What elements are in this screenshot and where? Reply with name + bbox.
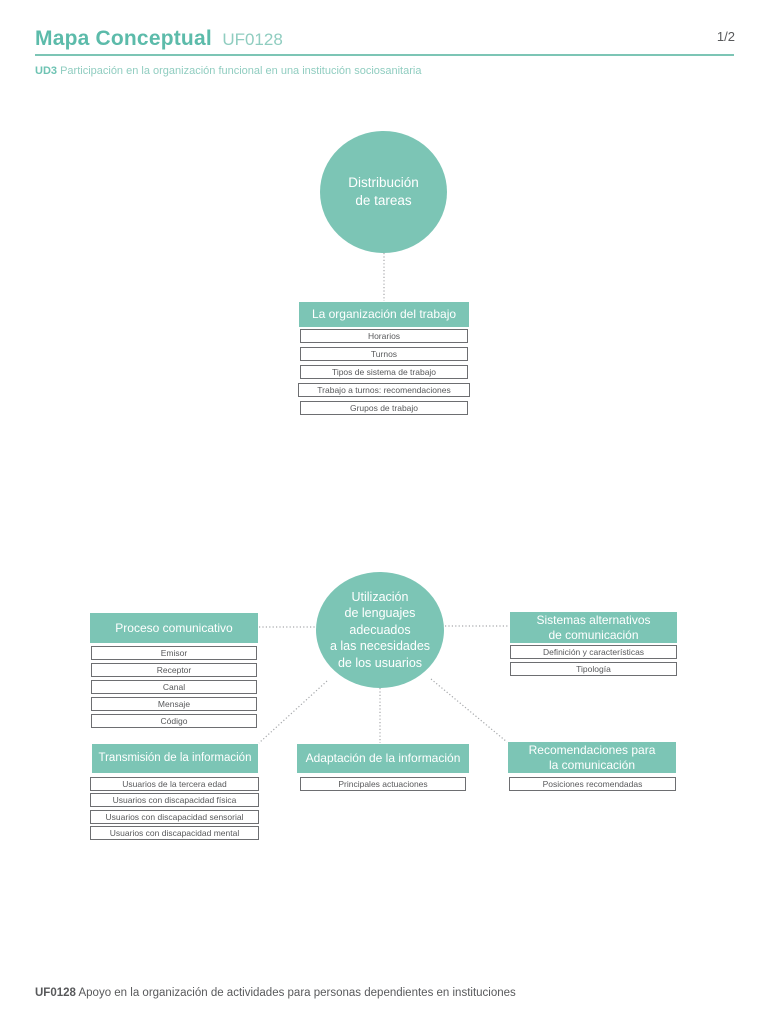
group-header-proceso-comunicativo: Proceso comunicativo [90,613,258,643]
unit-subtitle: UD3 Participación en la organización fun… [35,65,421,77]
list-item-tipos-sistema-trabajo: Tipos de sistema de trabajo [300,365,468,379]
unit-title: Participación en la organización funcion… [57,65,422,77]
list-item-receptor: Receptor [91,663,257,677]
list-item-principales-actuaciones: Principales actuaciones [300,777,466,791]
list-item-usuarios-discapacidad-fisica: Usuarios con discapacidad física [90,793,259,807]
list-item-turnos: Turnos [300,347,468,361]
list-item-usuarios-discapacidad-mental: Usuarios con discapacidad mental [90,826,259,840]
list-item-posiciones-recomendadas: Posiciones recomendadas [509,777,676,791]
course-code: UF0128 [222,30,283,49]
group-header-organizacion-trabajo: La organización del trabajo [299,302,469,327]
list-item-mensaje: Mensaje [91,697,257,711]
list-item-definicion-caracteristicas: Definición y características [510,645,677,659]
header: Mapa Conceptual UF0128 [35,27,735,51]
header-rule [35,54,734,56]
list-item-trabajo-turnos: Trabajo a turnos: recomendaciones [298,383,470,397]
page-title: Mapa Conceptual [35,27,212,50]
group-header-recomendaciones-comunicacion: Recomendaciones para la comunicación [508,742,676,773]
circle-utilizacion-lenguajes: Utilización de lenguajes adecuados a las… [316,572,444,688]
circle-distribucion-tareas: Distribución de tareas [320,131,447,253]
list-item-tipologia: Tipología [510,662,677,676]
connector-circle-to-recomendaciones [430,678,508,743]
group-header-transmision-informacion: Transmisión de la información [92,744,258,773]
footer-code: UF0128 [35,987,76,999]
list-item-usuarios-discapacidad-sensorial: Usuarios con discapacidad sensorial [90,810,259,824]
footer: UF0128 Apoyo en la organización de activ… [35,987,516,999]
list-item-usuarios-tercera-edad: Usuarios de la tercera edad [90,777,259,791]
footer-text: Apoyo en la organización de actividades … [75,987,516,999]
list-item-grupos-trabajo: Grupos de trabajo [300,401,468,415]
page-number: 1/2 [716,29,735,44]
list-item-canal: Canal [91,680,257,694]
list-item-codigo: Código [91,714,257,728]
group-header-sistemas-alternativos: Sistemas alternativos de comunicación [510,612,677,643]
connector-circle-to-transmision [258,680,328,744]
unit-code: UD3 [35,65,58,77]
list-item-horarios: Horarios [300,329,468,343]
group-header-adaptacion-informacion: Adaptación de la información [297,744,469,773]
list-item-emisor: Emisor [91,646,257,660]
